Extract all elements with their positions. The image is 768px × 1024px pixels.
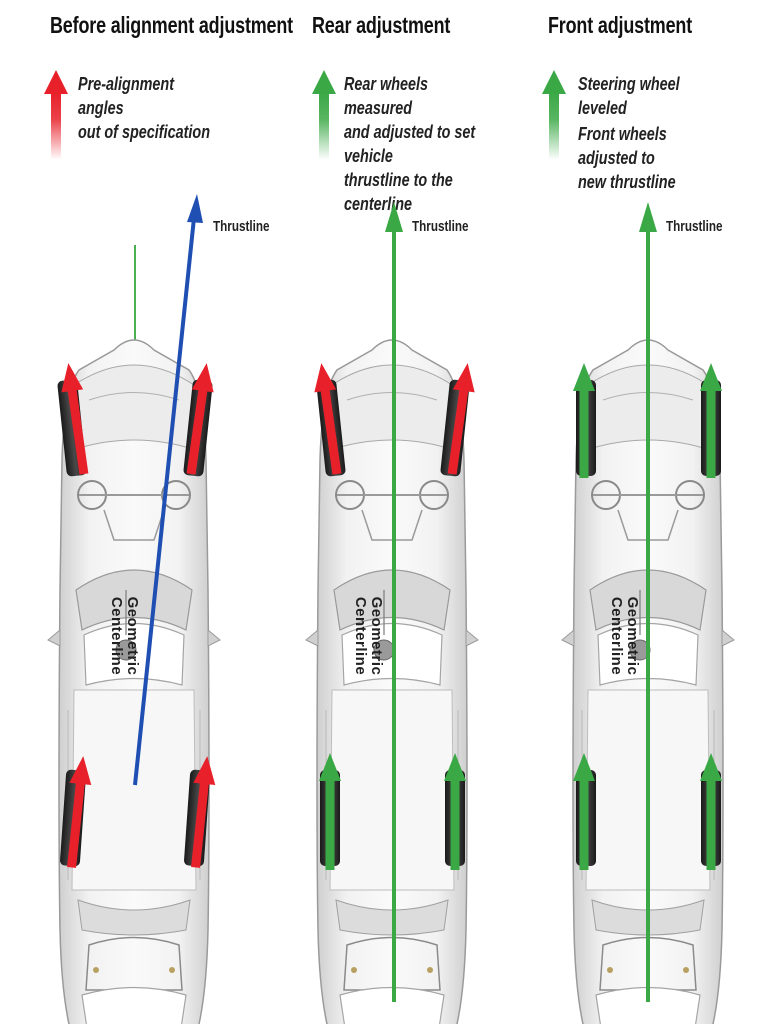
front-right-red-arrow-icon bbox=[447, 363, 475, 475]
front-left-red-arrow-icon bbox=[61, 363, 89, 475]
rear-left-green-arrow-icon bbox=[573, 753, 595, 870]
legend-note: Pre-alignment angles out of specificatio… bbox=[78, 74, 211, 142]
panel-title: Front adjustment bbox=[548, 12, 693, 38]
legend-note-steering: Steering wheel leveled bbox=[578, 74, 680, 118]
panel-title: Before alignment adjustment bbox=[50, 12, 294, 38]
legend-green-arrow-icon bbox=[542, 70, 566, 160]
legend-note: Rear wheels measured and adjusted to set… bbox=[344, 74, 476, 214]
panel-before-alignment: Before alignment adjustment Pre-alignmen… bbox=[0, 0, 293, 1024]
thrustline-arrow-icon bbox=[639, 202, 657, 1002]
front-right-green-arrow-icon bbox=[700, 363, 722, 478]
rear-right-green-arrow-icon bbox=[444, 753, 466, 870]
legend-red-arrow-icon bbox=[44, 70, 68, 160]
car-diagram bbox=[305, 202, 479, 1024]
geometric-centerline-label: Geometric Centerline bbox=[608, 596, 641, 676]
thrustline-label: Thrustline bbox=[213, 218, 270, 235]
front-right-red-arrow-icon bbox=[186, 363, 214, 475]
thrustline-arrow-icon bbox=[385, 202, 403, 1002]
legend-note-front-wheels: Front wheels adjusted to new thrustline bbox=[578, 124, 676, 192]
panel-rear-adjustment: Rear adjustment Rear wheels measured and… bbox=[256, 0, 512, 1024]
rear-left-red-arrow-icon bbox=[67, 756, 92, 868]
rear-right-red-arrow-icon bbox=[191, 756, 216, 868]
front-left-red-arrow-icon bbox=[314, 363, 342, 475]
rear-left-green-arrow-icon bbox=[319, 753, 341, 870]
front-left-green-arrow-icon bbox=[573, 363, 595, 478]
car-diagram bbox=[47, 194, 221, 1024]
panel-title: Rear adjustment bbox=[312, 12, 451, 38]
geometric-centerline-label: Geometric Centerline bbox=[352, 596, 385, 676]
rear-right-green-arrow-icon bbox=[700, 753, 722, 870]
thrustline-arrow-icon bbox=[133, 194, 203, 786]
thrustline-label: Thrustline bbox=[412, 218, 469, 235]
geometric-centerline-label: Geometric Centerline bbox=[108, 596, 141, 676]
car-diagram bbox=[561, 202, 735, 1024]
legend-green-arrow-icon bbox=[312, 70, 336, 160]
panel-front-adjustment: Front adjustment Steering wheel leveled … bbox=[512, 0, 768, 1024]
thrustline-label: Thrustline bbox=[666, 218, 723, 235]
